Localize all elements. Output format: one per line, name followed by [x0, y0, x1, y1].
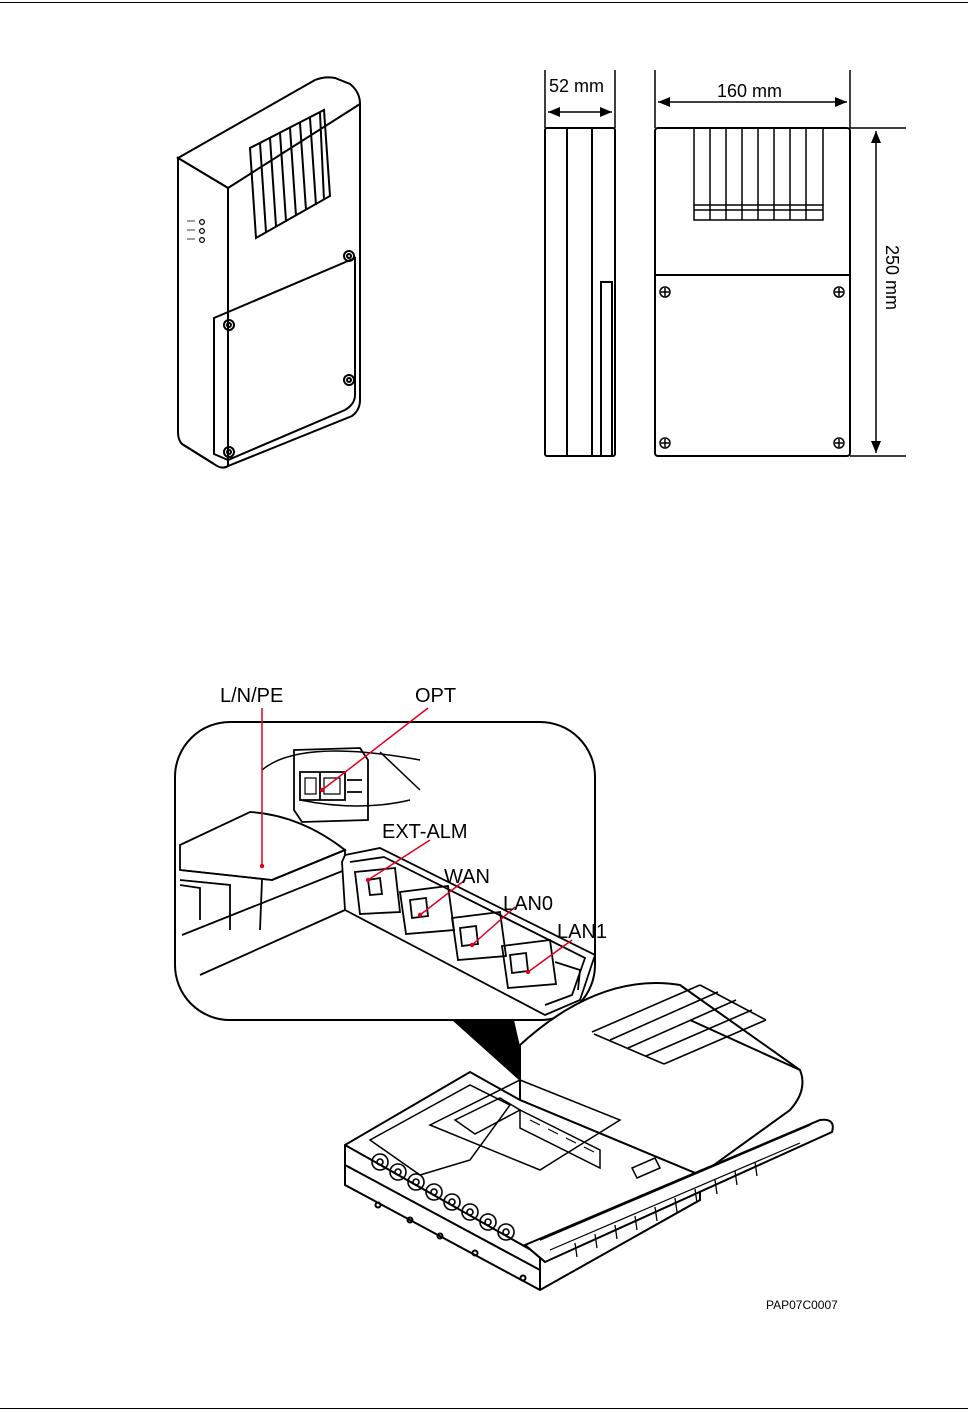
label-ext-alm: EXT-ALM [382, 821, 468, 843]
front-vent-slots [694, 128, 823, 220]
device-isometric-view [178, 77, 360, 467]
front-screws [660, 287, 844, 448]
device-front-view [655, 70, 906, 456]
label-lnpe: L/N/PE [220, 685, 283, 707]
device-side-view [545, 70, 615, 456]
device-opened-view [345, 983, 833, 1290]
label-lan0: LAN0 [503, 893, 553, 915]
width-dimension-label: 160 mm [717, 81, 782, 101]
label-opt: OPT [415, 685, 456, 707]
figure-code: PAP07C0007 [766, 1298, 838, 1312]
height-dimension-label: 250 mm [882, 245, 902, 310]
label-wan: WAN [444, 866, 490, 888]
depth-dimension-label: 52 mm [549, 76, 604, 96]
label-lan1: LAN1 [557, 921, 607, 943]
